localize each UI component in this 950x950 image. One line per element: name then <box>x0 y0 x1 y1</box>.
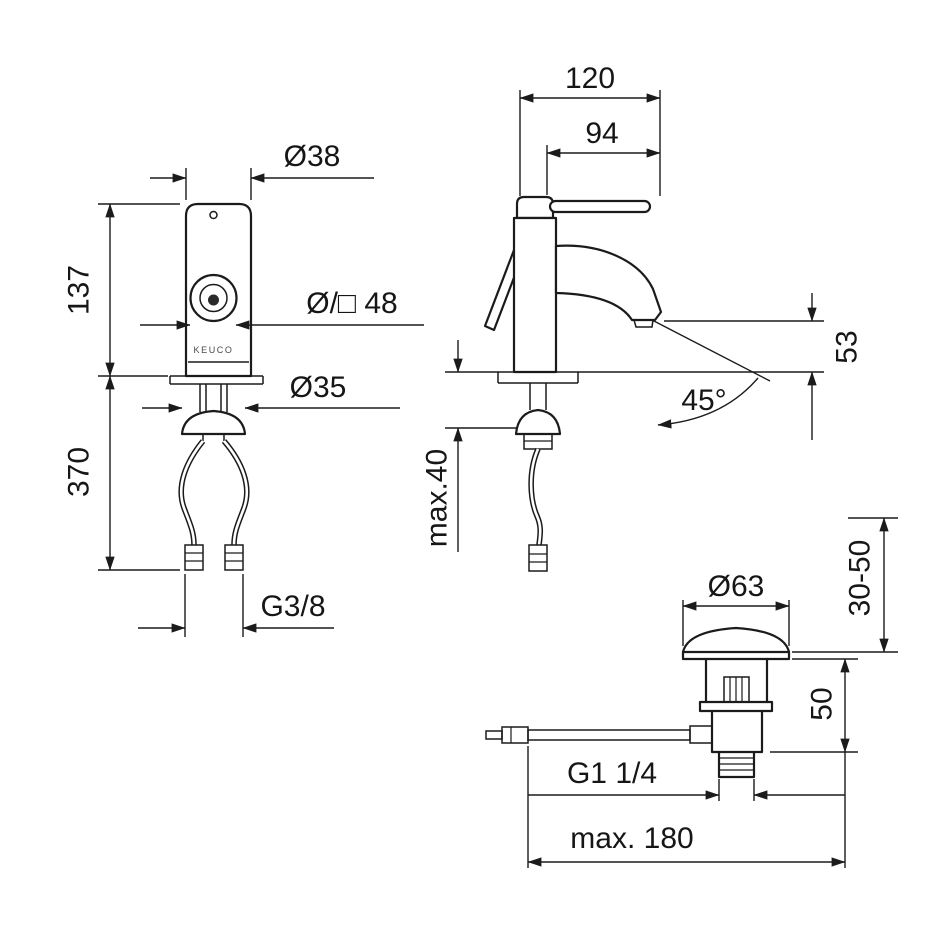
dim-label-drain-deck-range: 30-50 <box>844 540 877 617</box>
pop-up-rod <box>485 726 691 744</box>
drain-tailpiece <box>717 750 756 779</box>
dim-label-front-escutcheon-dia: Ø35 <box>290 371 347 404</box>
dim-label-drain-body-height: 50 <box>806 687 839 720</box>
dim-label-side-total-depth: 120 <box>565 62 615 95</box>
drain-lower-body <box>710 709 764 754</box>
rod-clevis <box>689 725 713 744</box>
dim-label-front-handle-dia: Ø/□ 48 <box>306 287 398 320</box>
spout <box>554 244 663 322</box>
dim-label-drain-flange-dia: Ø63 <box>708 570 765 603</box>
mounting-side <box>514 383 562 572</box>
dim-label-side-outlet-height: 53 <box>831 330 864 363</box>
dimension-drain-rod-length: max. 180 <box>527 746 846 868</box>
dimension-front-top-width: Ø38 <box>150 140 374 200</box>
dim-label-side-spray-angle: 45° <box>681 384 726 417</box>
dimension-front-hose-drop: 370 <box>63 375 180 571</box>
drain-fitting <box>485 626 791 779</box>
drain-plug-dome <box>681 626 791 654</box>
drain-flange-rim <box>681 650 791 661</box>
escutcheon-dome-front <box>180 409 247 436</box>
drain-upper-body <box>704 657 769 704</box>
top-screw-dot <box>209 210 218 220</box>
hose-connector-right <box>224 544 244 571</box>
dim-label-front-hose-drop: 370 <box>63 447 96 497</box>
brand-label: KEUCO <box>193 345 233 355</box>
handle-knob-center <box>208 294 219 306</box>
dim-label-side-max-deck: max.40 <box>421 449 454 547</box>
dimension-side-outlet-height: 53 <box>578 293 864 440</box>
dimension-side-spray-angle: 45° <box>651 319 771 429</box>
front-view: KEUCO <box>63 140 424 637</box>
supply-hoses-front <box>178 439 250 571</box>
dim-label-front-body-height: 137 <box>63 265 96 315</box>
hose-connector-left <box>184 544 204 571</box>
drain-waste-view: Ø63 30-50 50 G1 1/4 max. 180 <box>485 517 898 868</box>
faucet-body-front: KEUCO <box>184 202 253 378</box>
deck-slab-side <box>497 371 579 384</box>
dimension-drain-body-height: 50 <box>770 658 858 868</box>
faucet-body-side <box>512 216 558 374</box>
dim-label-drain-rod-length: max. 180 <box>570 822 693 855</box>
side-view: 120 94 53 45° max.40 <box>421 62 864 572</box>
mounting-front <box>180 384 247 441</box>
aerator <box>633 319 654 328</box>
cartridge-cap <box>515 195 555 220</box>
dimension-drain-outlet-thread: G1 1/4 <box>528 757 845 801</box>
dimension-drain-deck-range: 30-50 <box>792 517 898 653</box>
dimension-drain-flange-dia: Ø63 <box>682 570 790 646</box>
handle-knob-inner <box>199 283 228 313</box>
dim-label-drain-outlet-thread: G1 1/4 <box>567 757 657 790</box>
dimension-front-handle-dia: Ø/□ 48 <box>140 287 424 330</box>
handle-knob-outer <box>189 273 238 323</box>
dimension-front-body-height: 137 <box>63 203 180 377</box>
faucet-side <box>483 195 663 374</box>
drain-mid-flange <box>698 700 774 713</box>
dimension-side-total-depth: 120 <box>519 62 661 196</box>
dim-label-side-spout-reach: 94 <box>585 117 618 150</box>
dim-label-front-hose-thread: G3/8 <box>260 590 325 623</box>
escutcheon-dome-side <box>514 408 562 436</box>
deck-slab-front <box>169 375 264 385</box>
dim-label-front-top-width: Ø38 <box>284 140 341 173</box>
hose-connector-side <box>528 544 548 572</box>
dimension-front-hose-thread: G3/8 <box>138 574 334 637</box>
dimension-side-max-deck: max.40 <box>421 340 516 552</box>
dimension-front-escutcheon-dia: Ø35 <box>142 371 400 413</box>
lever-handle <box>548 199 652 214</box>
dimension-side-spout-reach: 94 <box>546 117 661 195</box>
